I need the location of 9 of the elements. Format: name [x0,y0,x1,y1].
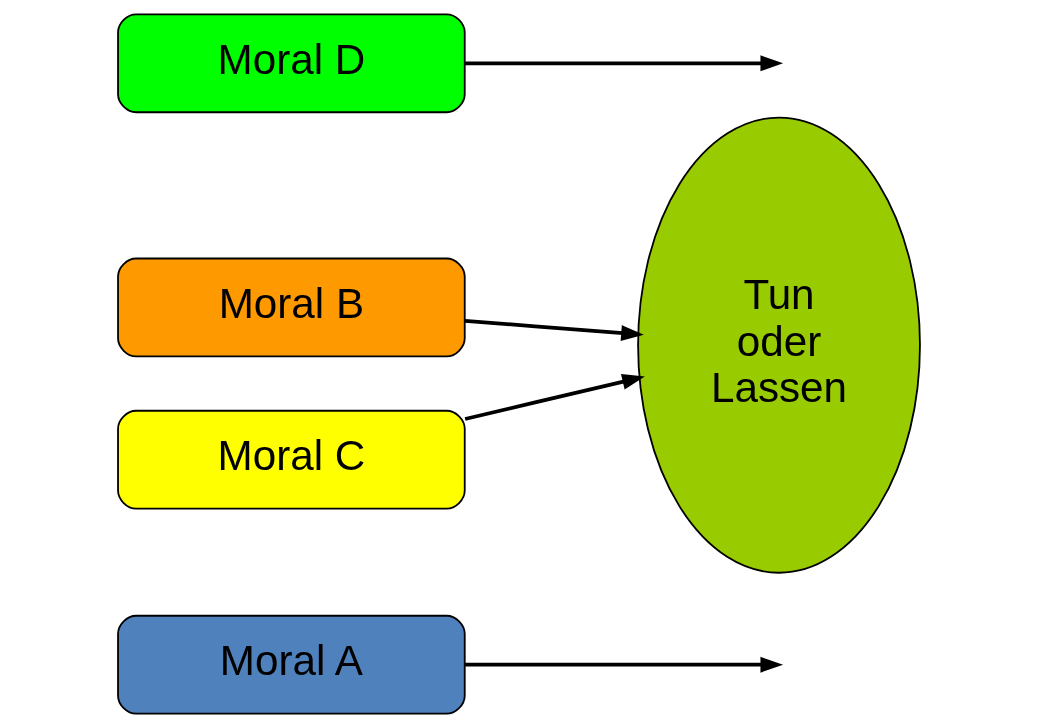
node-ellipse: Tun oder Lassen [636,116,921,574]
arrow [464,656,783,673]
node-box: Moral A [116,614,466,715]
node-box: Moral C [116,409,466,510]
arrow [464,319,644,341]
arrow [464,374,645,421]
arrow [464,55,783,72]
node-box: Moral B [116,257,466,358]
node-box: Moral D [116,13,466,114]
